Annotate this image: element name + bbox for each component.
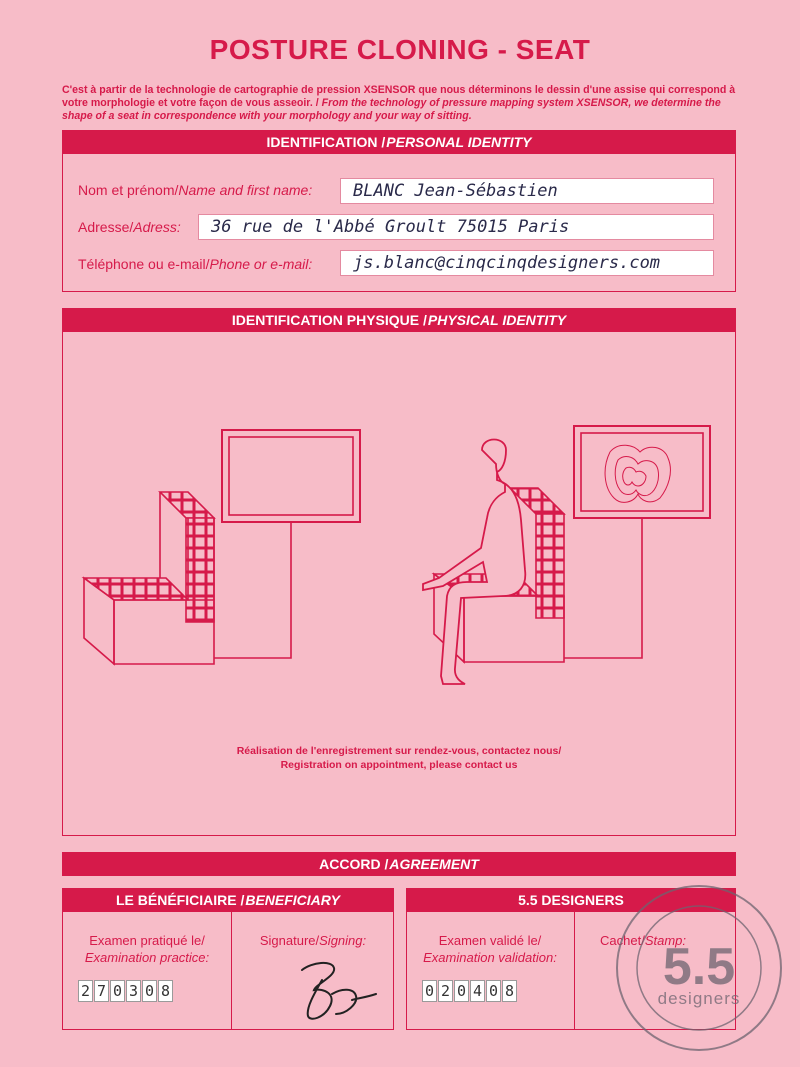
blank-monitor-icon [214, 429, 361, 659]
designers-divider [574, 912, 575, 1030]
address-field[interactable]: 36 rue de l'Abbé Groult 75015 Paris [198, 214, 714, 240]
signature-label: Signature/Signing: [259, 933, 367, 948]
seated-person-icon [422, 438, 527, 685]
form-title: POSTURE CLONING - SEAT [209, 34, 591, 65]
name-field[interactable]: BLANC Jean-Sébastien [340, 178, 714, 204]
empty-seat-icon [81, 491, 216, 666]
beneficiary-bar: LE BÉNÉFICIAIRE /BENEFICIARY [62, 888, 394, 912]
address-label: Adresse/Adress: [78, 219, 181, 235]
posture-illustration [81, 425, 711, 685]
physical-identity-bar: IDENTIFICATION PHYSIQUE /PHYSICAL IDENTI… [62, 308, 736, 332]
agreement-bar: ACCORD /AGREEMENT [62, 852, 736, 876]
svg-text:5.5: 5.5 [663, 938, 735, 996]
name-label: Nom et prénom/Name and first name: [78, 182, 313, 198]
date-digit[interactable]: 2 [78, 980, 93, 1002]
phone-label: Téléphone ou e-mail/Phone or e-mail: [78, 256, 313, 272]
appointment-note: Réalisation de l'enregistrement sur rend… [236, 745, 562, 771]
pressure-map-monitor-icon [564, 425, 711, 659]
date-digit[interactable]: 8 [158, 980, 173, 1002]
date-digit[interactable]: 3 [126, 980, 141, 1002]
date-digit[interactable]: 0 [422, 980, 437, 1002]
date-digit[interactable]: 2 [438, 980, 453, 1002]
intro-fr: C'est à partir de la technologie de cart… [62, 84, 736, 109]
date-digit[interactable]: 0 [142, 980, 157, 1002]
svg-text:designers: designers [658, 989, 741, 1008]
exam-practice-label: Examen pratiqué le/ Examination practice… [84, 933, 210, 965]
company-stamp: 5.5 designers [616, 885, 782, 1051]
date-digit[interactable]: 8 [502, 980, 517, 1002]
exam-validation-label: Examen validé le/ Examination validation… [423, 933, 557, 965]
phone-field[interactable]: js.blanc@cinqcinqdesigners.com [340, 250, 714, 276]
date-digit[interactable]: 0 [454, 980, 469, 1002]
intro-text: C'est à partir de la technologie de cart… [62, 84, 742, 123]
beneficiary-divider [231, 912, 232, 1030]
date-digit[interactable]: 4 [470, 980, 485, 1002]
date-digit[interactable]: 7 [94, 980, 109, 1002]
personal-identity-bar: IDENTIFICATION /PERSONAL IDENTITY [62, 130, 736, 154]
signature-mark [301, 962, 377, 1020]
intro-en: From the technology of pressure mapping … [62, 97, 721, 122]
exam-validation-date[interactable]: 0 2 0 4 0 8 [422, 980, 518, 1002]
exam-practice-date[interactable]: 2 7 0 3 0 8 [78, 980, 174, 1002]
date-digit[interactable]: 0 [486, 980, 501, 1002]
date-digit[interactable]: 0 [110, 980, 125, 1002]
